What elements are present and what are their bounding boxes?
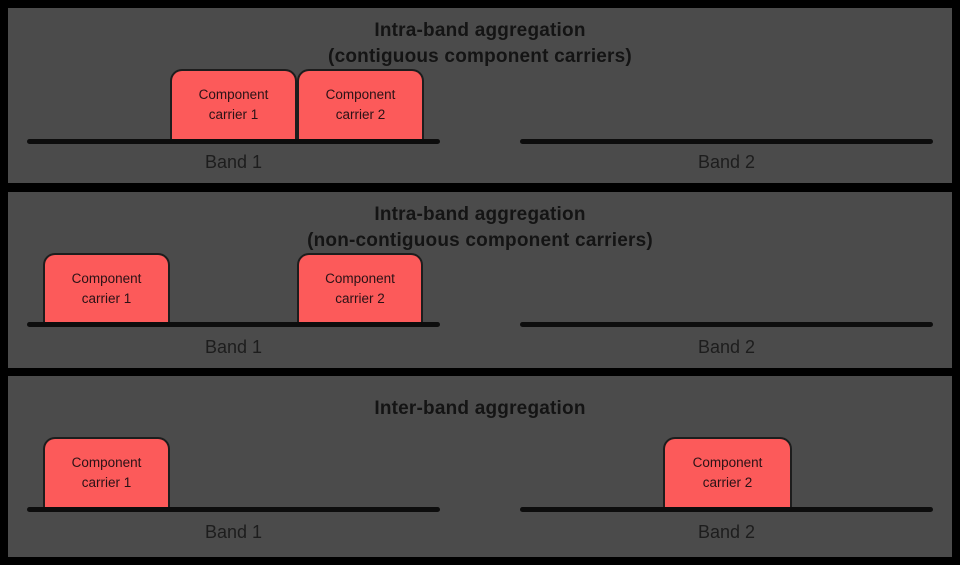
band-1-line <box>27 507 440 512</box>
band-1-line <box>27 322 440 327</box>
component-carrier-1-box: Component carrier 1 <box>43 437 170 507</box>
panel-title-line1: Intra-band aggregation <box>374 20 586 41</box>
carrier-label-line1: Component <box>692 455 763 470</box>
carrier-label-line2: carrier 2 <box>335 107 386 122</box>
carrier-label-line1: Component <box>71 270 142 286</box>
band-1-label: Band 1 <box>204 337 263 357</box>
carrier-label-line1: Component <box>198 87 269 102</box>
band-1-line <box>27 139 440 144</box>
band-2-label: Band 2 <box>697 337 756 357</box>
panel-intra-band-contiguous: Intra-band aggregation (contiguous compo… <box>8 8 952 183</box>
component-carrier-2-box: Component carrier 2 <box>663 437 792 507</box>
band-2-line <box>520 507 933 512</box>
band-2-line <box>520 139 933 144</box>
panel-title-line1: Inter-band aggregation <box>374 398 586 419</box>
carrier-label-line2: carrier 1 <box>208 107 259 122</box>
component-carrier-2-box: Component carrier 2 <box>297 253 423 322</box>
panel-intra-band-non-contiguous: Intra-band aggregation (non-contiguous c… <box>8 192 952 368</box>
component-carrier-2-box: Component carrier 2 <box>297 69 424 139</box>
carrier-label-line1: Component <box>71 455 142 470</box>
panel-title: Intra-band aggregation (contiguous compo… <box>8 18 952 70</box>
carrier-label-line1: Component <box>325 87 396 102</box>
panel-title-line1: Intra-band aggregation <box>374 204 586 225</box>
panel-title-line2: (contiguous component carriers) <box>328 46 632 67</box>
panel-title: Inter-band aggregation <box>8 396 952 422</box>
carrier-label-line1: Component <box>325 270 395 286</box>
band-2-line <box>520 322 933 327</box>
component-carrier-1-box: Component carrier 1 <box>43 253 170 322</box>
carrier-label-line2: carrier 1 <box>81 475 132 490</box>
component-carrier-1-box: Component carrier 1 <box>170 69 297 139</box>
carrier-label-line2: carrier 2 <box>335 290 385 306</box>
band-1-label: Band 1 <box>204 152 263 172</box>
band-2-label: Band 2 <box>697 152 756 172</box>
carrier-label-line2: carrier 2 <box>702 475 753 490</box>
carrier-label-line2: carrier 1 <box>81 290 132 306</box>
panel-title-line2: (non-contiguous component carriers) <box>307 230 653 251</box>
band-2-label: Band 2 <box>697 522 756 542</box>
band-1-label: Band 1 <box>204 522 263 542</box>
panel-inter-band: Inter-band aggregation Component carrier… <box>8 376 952 557</box>
panel-title: Intra-band aggregation (non-contiguous c… <box>8 202 952 254</box>
